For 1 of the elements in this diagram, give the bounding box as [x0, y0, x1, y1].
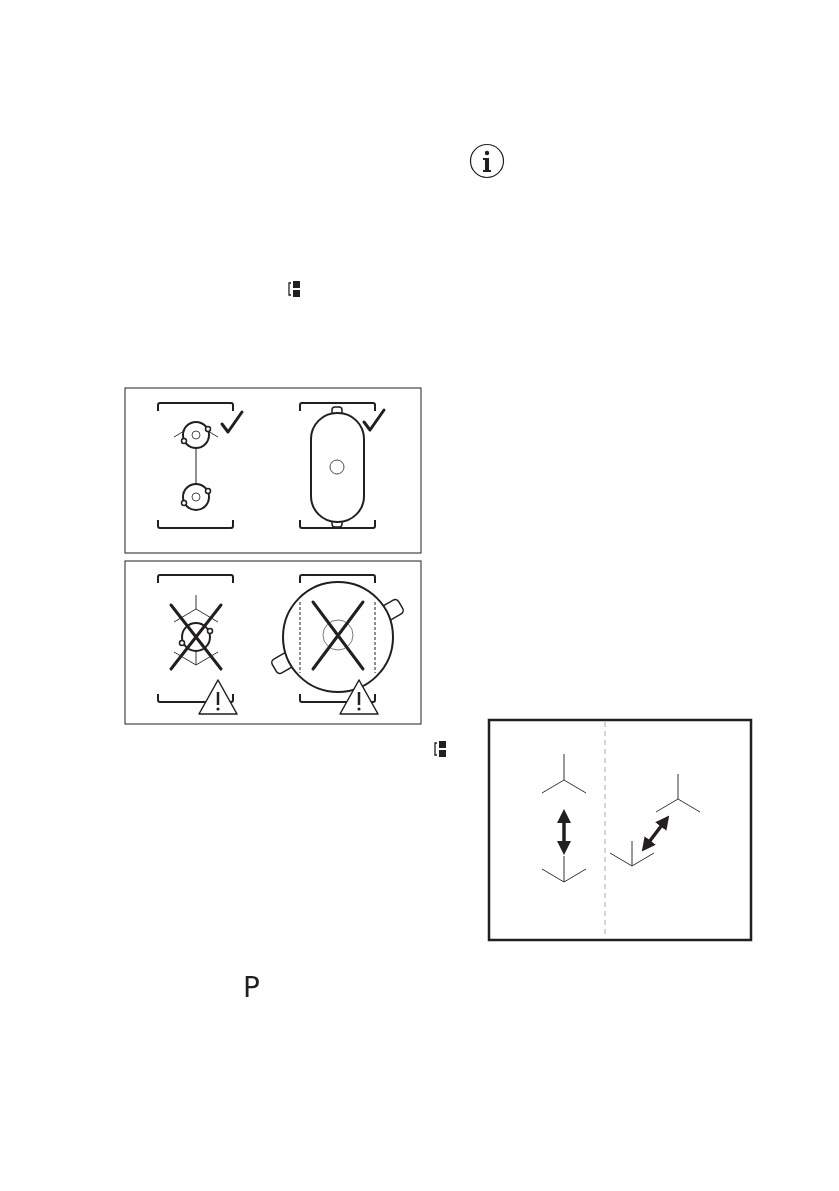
panel-symbol: P [243, 974, 260, 1002]
